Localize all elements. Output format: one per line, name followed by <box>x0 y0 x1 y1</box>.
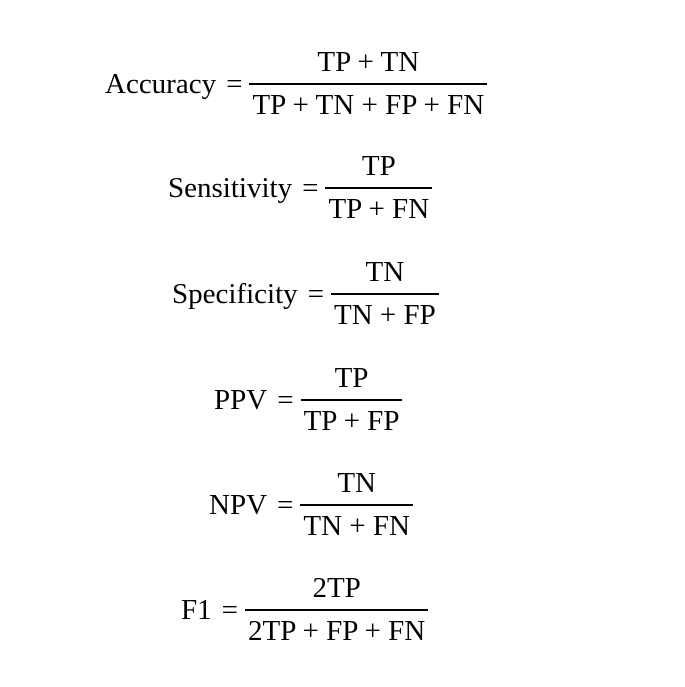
numerator: TN <box>337 467 376 499</box>
equals-sign: = <box>277 383 294 416</box>
formula-label: Accuracy <box>105 67 217 100</box>
npv-formula: NPV = TN TN + FN <box>209 469 413 541</box>
fraction-bar <box>300 399 403 401</box>
f1-formula: F1 = 2TP 2TP + FP + FN <box>181 572 429 647</box>
formula-label: NPV <box>209 488 268 521</box>
fraction: TP TP + FN <box>325 150 433 225</box>
denominator: 2TP + FP + FN <box>248 615 426 647</box>
fraction-bar <box>331 293 439 295</box>
fraction: TN TN + FN <box>300 469 413 541</box>
sensitivity-formula: Sensitivity = TP TP + FN <box>168 150 433 225</box>
equals-sign: = <box>226 67 243 100</box>
formula-label: PPV <box>214 383 268 416</box>
formula-label: F1 <box>181 593 212 626</box>
fraction-bar <box>249 83 488 85</box>
fraction: 2TP 2TP + FP + FN <box>245 572 429 647</box>
numerator: TN <box>365 256 405 288</box>
formula-label: Sensitivity <box>168 171 293 204</box>
fraction: TP TP + FP <box>300 362 403 437</box>
denominator: TN + FN <box>303 510 410 542</box>
accuracy-formula: Accuracy = TP + TN TP + TN + FP + FN <box>105 46 488 121</box>
fraction-bar <box>325 187 433 189</box>
formula-label: Specificity <box>172 277 298 310</box>
fraction: TP + TN TP + TN + FP + FN <box>249 46 488 121</box>
equals-sign: = <box>277 488 294 521</box>
fraction-bar <box>300 504 413 506</box>
ppv-formula: PPV = TP TP + FP <box>214 362 403 437</box>
equals-sign: = <box>307 277 324 310</box>
denominator: TN + FP <box>334 299 436 331</box>
numerator: 2TP <box>312 572 361 604</box>
equals-sign: = <box>221 593 238 626</box>
denominator: TP + FN <box>328 193 430 225</box>
numerator: TP <box>361 150 396 182</box>
denominator: TP + TN + FP + FN <box>252 89 485 121</box>
fraction: TN TN + FP <box>331 258 439 330</box>
numerator: TP + TN <box>317 46 420 78</box>
equals-sign: = <box>302 171 319 204</box>
specificity-formula: Specificity = TN TN + FP <box>172 258 439 330</box>
denominator: TP + FP <box>303 405 400 437</box>
fraction-bar <box>245 609 429 611</box>
numerator: TP <box>334 362 369 394</box>
